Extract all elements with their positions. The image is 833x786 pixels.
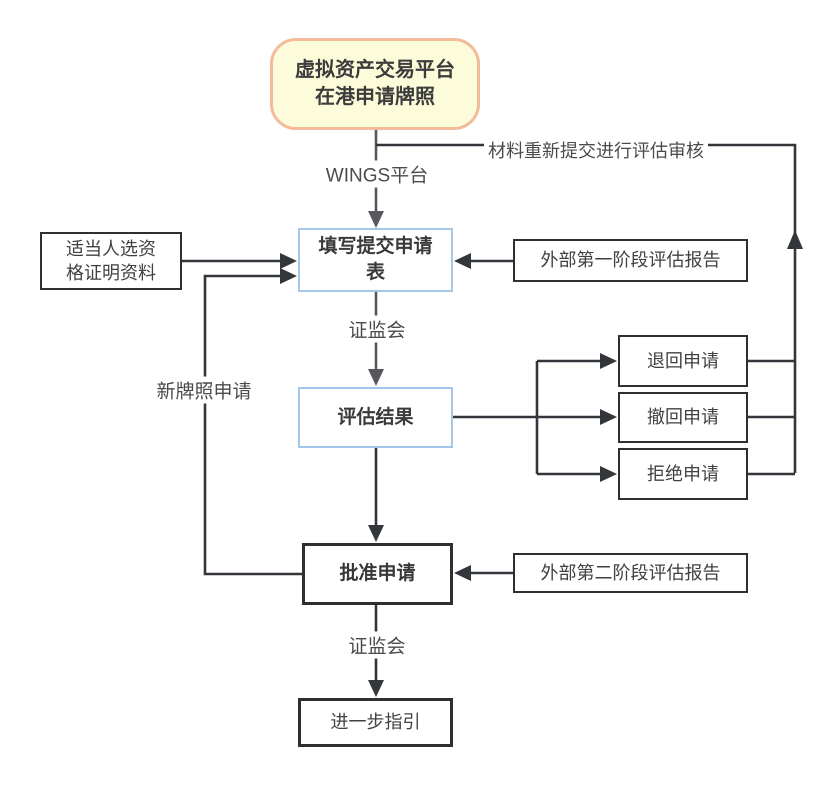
edge-label-wings-platform: WINGS平台: [321, 160, 433, 188]
node-further-guidance: 进一步指引: [298, 698, 453, 747]
edge-new-license-loop: [203, 268, 302, 576]
edge-assessment-to-outcomes: [453, 353, 617, 482]
node-assessment-result-label: 评估结果: [337, 406, 414, 428]
node-reject-application-label: 拒绝申请: [647, 463, 719, 484]
node-return-application-label: 退回申请: [647, 350, 719, 371]
edge-label-new-license: 新牌照申请: [152, 376, 256, 404]
edge-stage2-to-approve: [454, 565, 513, 581]
edge-qualification-to-fill-form: [182, 253, 297, 269]
node-qualification: 适当人选资 格证明资料: [40, 232, 182, 290]
edge-stage1-to-fill-form: [454, 253, 513, 269]
edge-label-sfc-1: 证监会: [344, 315, 410, 343]
node-fill-form: 填写提交申请 表: [298, 228, 453, 292]
node-withdraw-application-label: 撤回申请: [647, 407, 719, 428]
node-further-guidance-label: 进一步指引: [330, 712, 421, 733]
edge-label-sfc-2: 证监会: [344, 631, 410, 659]
node-fill-form-label: 填写提交申请 表: [318, 236, 433, 283]
node-qualification-label: 适当人选资 格证明资料: [66, 238, 156, 283]
node-stage2-report-label: 外部第二阶段评估报告: [540, 562, 721, 583]
node-start: 虚拟资产交易平台 在港申请牌照: [270, 38, 480, 130]
edge-label-resubmit: 材料重新提交进行评估审核: [484, 137, 708, 163]
node-reject-application: 拒绝申请: [618, 448, 748, 500]
node-stage1-report-label: 外部第一阶段评估报告: [540, 250, 721, 271]
edge-assessment-to-approve: [368, 448, 384, 542]
node-withdraw-application: 撤回申请: [618, 392, 748, 443]
node-stage1-report: 外部第一阶段评估报告: [513, 239, 748, 282]
node-start-label: 虚拟资产交易平台 在港申请牌照: [295, 59, 455, 108]
node-stage2-report: 外部第二阶段评估报告: [513, 553, 748, 593]
node-assessment-result: 评估结果: [298, 387, 453, 448]
node-approve-application: 批准申请: [302, 543, 453, 605]
node-approve-application-label: 批准申请: [339, 563, 416, 585]
node-return-application: 退回申请: [618, 335, 748, 387]
